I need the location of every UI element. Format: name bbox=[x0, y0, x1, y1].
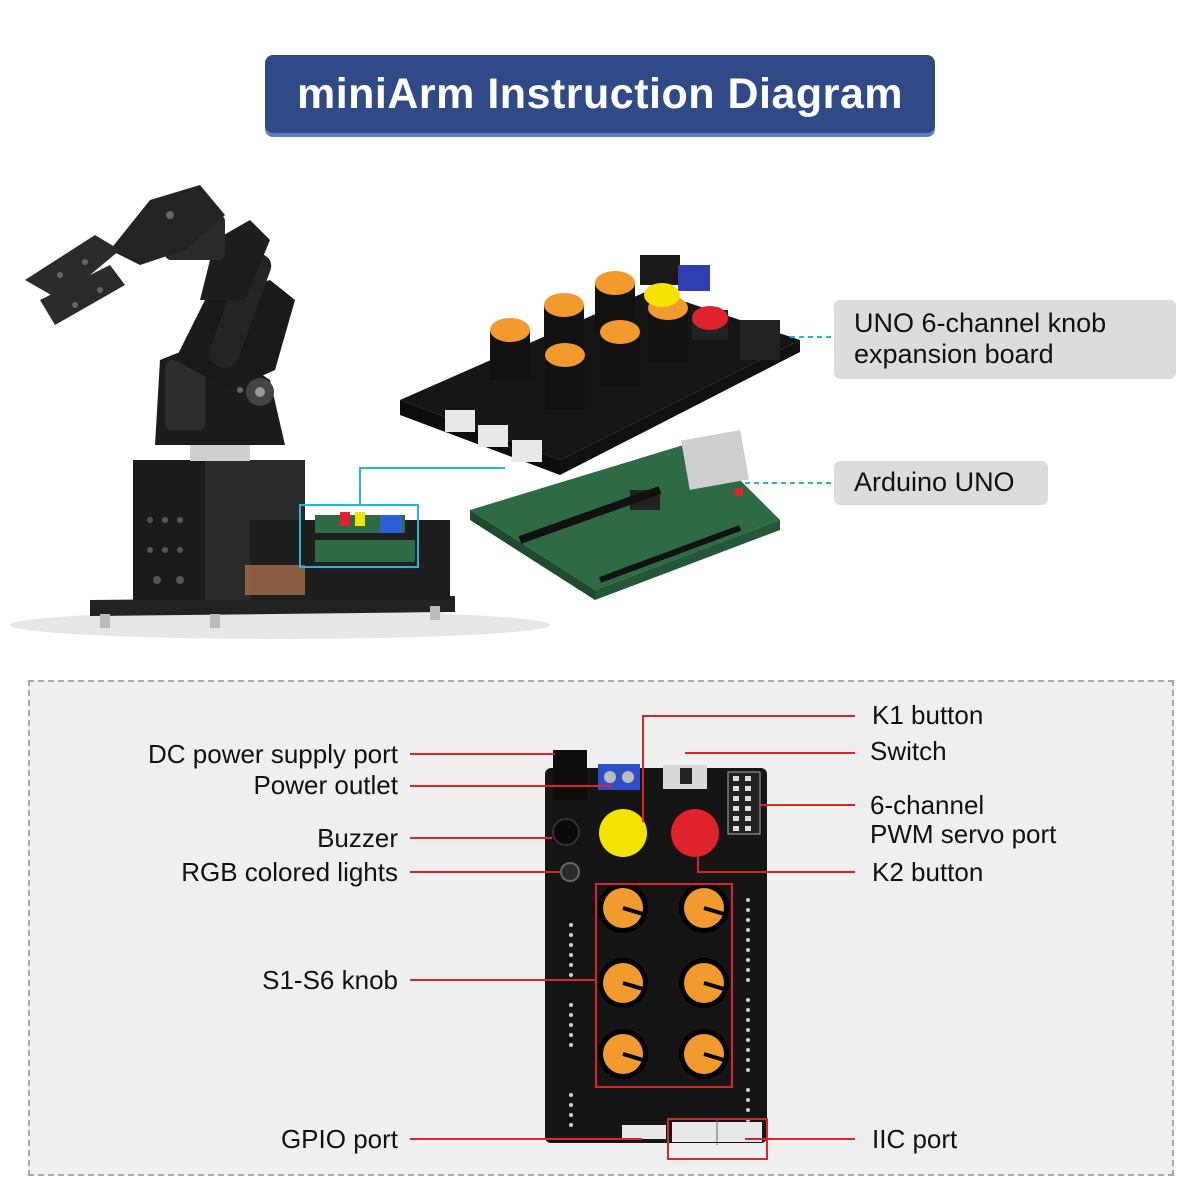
label-pwm-line1: 6-channel bbox=[870, 790, 985, 820]
k2-button-shape bbox=[671, 809, 719, 857]
label-power-outlet: Power outlet bbox=[253, 770, 398, 800]
product-illustration bbox=[10, 185, 833, 639]
label-dc-power: DC power supply port bbox=[148, 739, 398, 769]
label-rgb-lights: RGB colored lights bbox=[181, 857, 398, 887]
label-buzzer: Buzzer bbox=[317, 823, 398, 853]
label-knobs: S1-S6 knob bbox=[262, 965, 398, 995]
label-switch: Switch bbox=[870, 736, 947, 766]
k1-button-shape bbox=[599, 809, 647, 857]
label-k2: K2 button bbox=[872, 857, 984, 887]
dc-jack bbox=[553, 750, 587, 800]
label-pwm-line2: PWM servo port bbox=[870, 819, 1057, 849]
pwm-header bbox=[727, 771, 761, 835]
label-k1: K1 button bbox=[872, 700, 984, 730]
label-iic: IIC port bbox=[872, 1124, 958, 1154]
knob-board-label-text: UNO 6-channel knob expansion board bbox=[854, 308, 1107, 369]
buzzer bbox=[552, 818, 580, 846]
knob-board-label: UNO 6-channel knob expansion board bbox=[834, 300, 1176, 379]
arduino-label-text: Arduino UNO bbox=[854, 467, 1015, 497]
label-gpio: GPIO port bbox=[280, 1124, 398, 1154]
page-title: miniArm Instruction Diagram bbox=[296, 69, 904, 118]
knob-grid bbox=[598, 883, 729, 1079]
rgb-light bbox=[560, 862, 580, 882]
arduino-label: Arduino UNO bbox=[834, 461, 1048, 505]
title-banner: miniArm Instruction Diagram bbox=[265, 55, 935, 133]
